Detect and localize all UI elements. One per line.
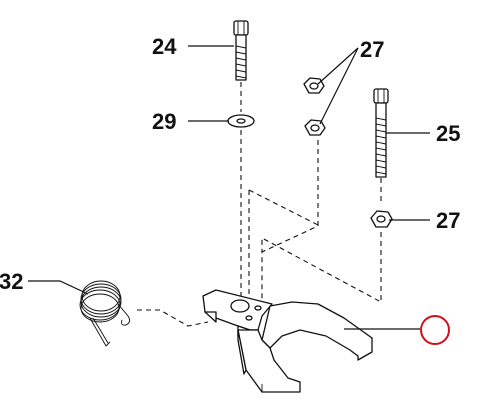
highlight-circle[interactable] [420,315,450,345]
callout-24: 24 [152,34,177,59]
shift-fork [202,289,373,393]
spring-32 [79,280,131,347]
bolt-25 [373,88,389,178]
bolt-24 [233,20,249,81]
callout-25: 25 [436,121,460,146]
callout-27-right: 27 [436,208,460,233]
nut-27-upper [303,77,325,94]
nut-27-right [370,210,393,228]
assembly-guide-lines [137,82,382,327]
nut-27-lower [304,119,326,136]
callout-27-pair: 27 [360,37,384,62]
callout-32: 32 [0,269,23,294]
leader-lines [28,45,430,330]
washer-29 [227,114,255,128]
callout-29: 29 [152,109,176,134]
